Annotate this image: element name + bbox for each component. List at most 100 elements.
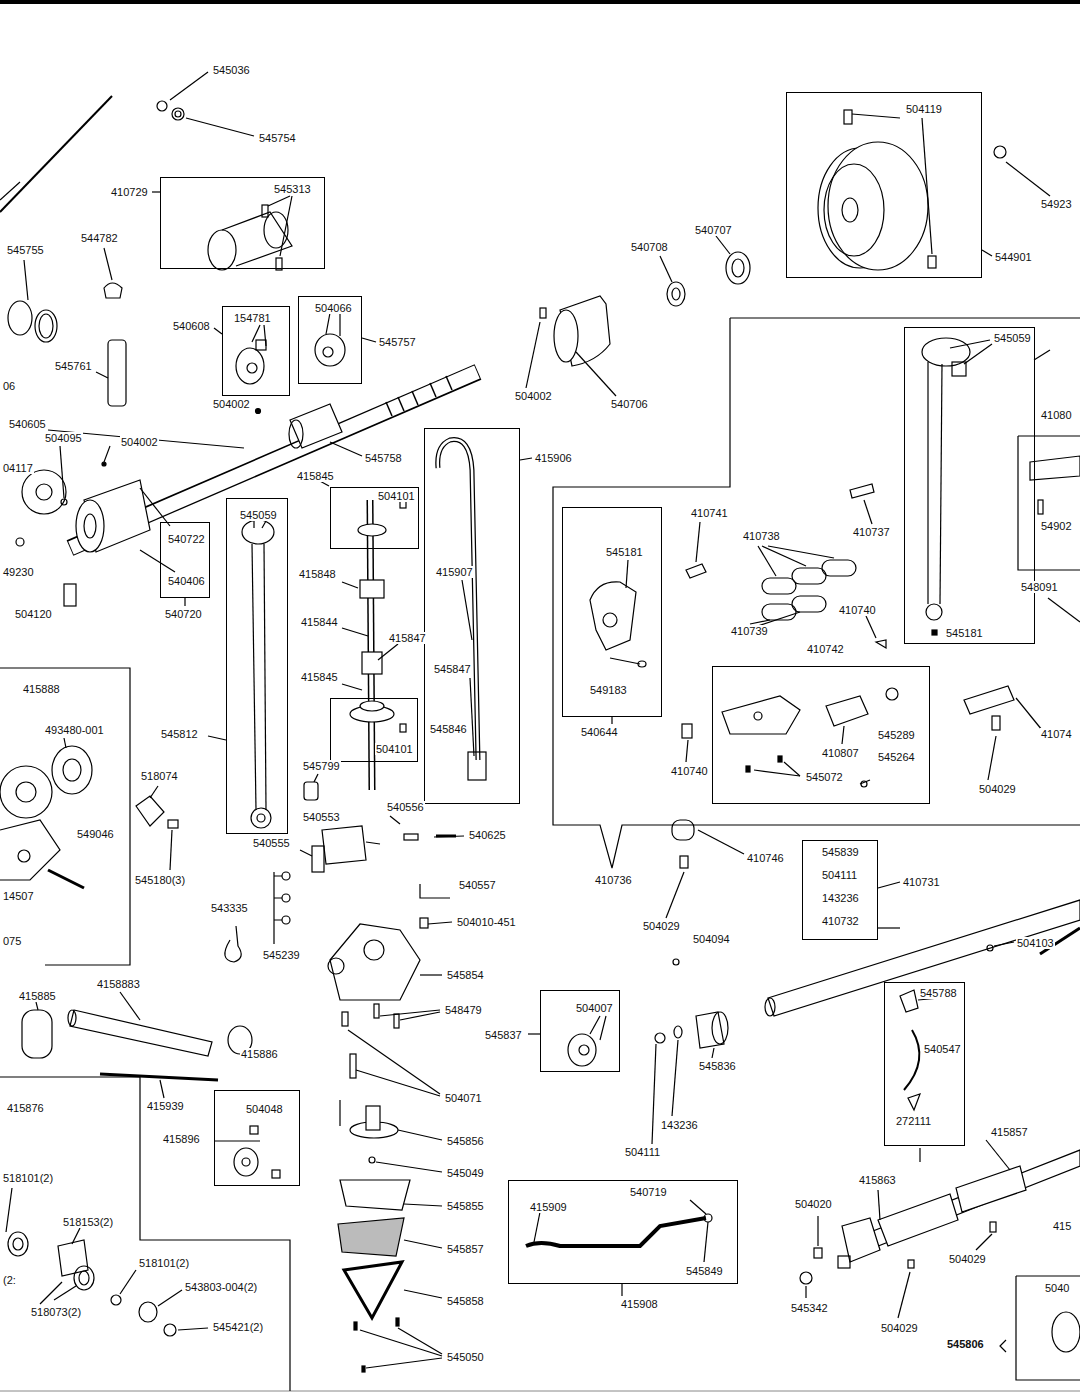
callout-number: 540406 (167, 575, 206, 587)
callout-number: 143236 (660, 1119, 699, 1131)
callout-number: 410737 (852, 526, 891, 538)
callout-number: 545847 (433, 663, 472, 675)
callout-number: 415888 (22, 683, 61, 695)
callout-number: 14507 (2, 890, 35, 902)
callout-number: 548091 (1020, 581, 1059, 593)
callout-number: 540720 (164, 608, 203, 620)
callout-number: 545313 (273, 183, 312, 195)
callout-number: 545806 (946, 1338, 985, 1350)
part-group-box: 504101 (330, 698, 418, 762)
callout-number: 545342 (790, 1302, 829, 1314)
callout-number: 410741 (690, 507, 729, 519)
callout-number: 415876 (6, 1102, 45, 1114)
callout-number: 415939 (146, 1100, 185, 1112)
callout-number: 540706 (610, 398, 649, 410)
callout-number: 504029 (880, 1322, 919, 1334)
callout-number: 504111 (624, 1146, 661, 1158)
callout-number: 545421(2) (212, 1321, 264, 1333)
callout-number: 540722 (167, 533, 206, 545)
callout-number: 545799 (302, 760, 341, 772)
callout-number: 415906 (534, 452, 573, 464)
callout-number: 540547 (923, 1043, 962, 1055)
callout-number: 504048 (245, 1103, 284, 1115)
callout-number: 545050 (446, 1351, 485, 1363)
part-group-box: 545059 545181 (904, 327, 1035, 644)
callout-number: (2: (2, 1274, 17, 1286)
part-group-box: 545839504111143236410732 (802, 840, 878, 940)
callout-number: 04117 (2, 462, 34, 474)
callout-number: 545855 (446, 1200, 485, 1212)
callout-number: 504007 (575, 1002, 614, 1014)
callout-number: 540555 (252, 837, 291, 849)
callout-number: 545289 (877, 729, 916, 741)
callout-number: 154781 (233, 312, 272, 324)
callout-number: 410740 (670, 765, 709, 777)
callout-number: 545854 (446, 969, 485, 981)
callout-number: 410746 (746, 852, 785, 864)
callout-number: 540625 (468, 829, 507, 841)
callout-number: 504002 (212, 398, 251, 410)
callout-number: 504095 (44, 432, 83, 444)
callout-number: 545812 (160, 728, 199, 740)
callout-number: 543803-004(2) (184, 1281, 258, 1293)
callout-number: 54923 (1040, 198, 1073, 210)
callout-number: 504029 (978, 783, 1017, 795)
callout-number: 415847 (388, 632, 427, 644)
callout-number: 545849 (685, 1265, 724, 1277)
callout-number: 545181 (945, 627, 984, 639)
callout-number: 545036 (212, 64, 251, 76)
part-group-box: 504119 (786, 92, 982, 278)
callout-number: 504101 (375, 743, 414, 755)
callout-number: 415863 (858, 1174, 897, 1186)
callout-number: 518101(2) (138, 1257, 190, 1269)
callout-number: 545858 (446, 1295, 485, 1307)
callout-number: 410738 (742, 530, 781, 542)
callout-number: 504002 (120, 436, 159, 448)
callout-number: 272111 (895, 1115, 932, 1127)
callout-number: 545059 (239, 509, 278, 521)
callout-number: 545857 (446, 1243, 485, 1255)
callout-number: 415909 (529, 1201, 568, 1213)
callout-number: 545264 (877, 751, 916, 763)
callout-number: 410729 (110, 186, 149, 198)
callout-number: 545788 (919, 987, 958, 999)
part-group-box: 410807545289545264545072 (712, 666, 930, 804)
callout-number: 504103 (1016, 937, 1055, 949)
callout-number: 06 (2, 380, 16, 392)
callout-number: 493480-001 (44, 724, 105, 736)
part-group-box: 540722 540406 (160, 522, 210, 598)
callout-number: 545049 (446, 1167, 485, 1179)
callout-number: 540708 (630, 241, 669, 253)
callout-number: 540556 (386, 801, 425, 813)
callout-number: 415845 (300, 671, 339, 683)
callout-number: 410739 (730, 625, 769, 637)
callout-number: 410740 (838, 604, 877, 616)
callout-number: 41080 (1040, 409, 1073, 421)
callout-number: 504020 (794, 1198, 833, 1210)
callout-number: 545758 (364, 452, 403, 464)
part-group-box: 545181549183 (562, 507, 662, 717)
callout-number: 504029 (948, 1253, 987, 1265)
callout-number: 545059 (993, 332, 1032, 344)
callout-number: 548479 (444, 1004, 483, 1016)
part-group-box: 504048 (214, 1090, 300, 1186)
callout-number: 504120 (14, 608, 53, 620)
part-group-box: 504066 (298, 296, 362, 384)
callout-number: 504002 (514, 390, 553, 402)
callout-number: 410731 (902, 876, 941, 888)
callout-number: 415 (1052, 1220, 1072, 1232)
part-group-box: 504007 (540, 990, 620, 1072)
part-group-box: 154781 (222, 306, 290, 396)
callout-number: 545856 (446, 1135, 485, 1147)
callout-number: 549046 (76, 828, 115, 840)
callout-number: 545839 (821, 846, 860, 858)
part-group-box: 504101 (330, 487, 419, 549)
callout-number: 540605 (8, 418, 47, 430)
callout-number: 540707 (694, 224, 733, 236)
callout-number: 545181 (605, 546, 644, 558)
callout-number: 49230 (2, 566, 35, 578)
part-group-box: 545788 540547 272111 (884, 982, 965, 1146)
callout-number: 545754 (258, 132, 297, 144)
callout-number: 518153(2) (62, 1216, 114, 1228)
